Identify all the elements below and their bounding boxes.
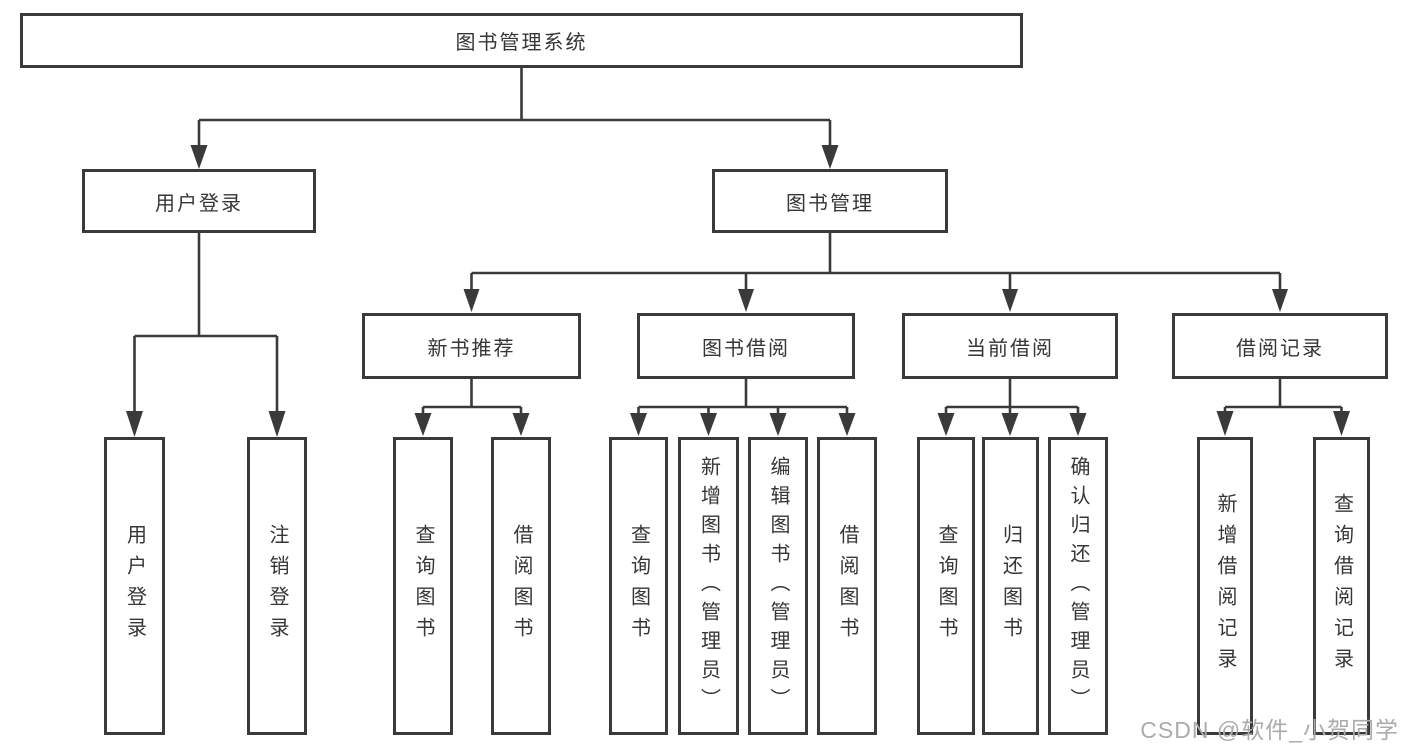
node-borrow-records-label: 借阅记录 [1236,337,1324,360]
node-current-borrow: 当前借阅 [902,313,1118,379]
node-leaf-query-books-rec-label: 查询图书 [412,524,434,648]
node-root: 图书管理系统 [20,13,1023,68]
node-leaf-query-books-current-label: 查询图书 [935,524,957,648]
node-leaf-return-book-label: 归还图书 [999,524,1022,648]
node-leaf-query-books-borrow-label: 查询图书 [627,524,650,648]
node-borrow-records: 借阅记录 [1172,313,1388,379]
node-leaf-logout: 注销登录 [247,437,307,735]
edge-book-mgmt-to-level3 [470,232,1282,291]
node-leaf-return-book: 归还图书 [982,437,1039,735]
node-user-login-label: 用户登录 [155,192,243,215]
node-leaf-edit-book-admin-label: 编辑图书（管理员） [767,455,789,717]
node-leaf-query-books-borrow: 查询图书 [609,437,668,735]
node-leaf-borrow-book-label: 借阅图书 [836,524,858,648]
node-leaf-edit-book-admin: 编辑图书（管理员） [748,437,808,735]
csdn-watermark: CSDN @软件_小贺同学 [1140,717,1399,743]
node-leaf-borrow-books-rec-label: 借阅图书 [510,524,532,648]
node-book-borrow-label: 图书借阅 [702,337,790,360]
node-leaf-add-borrow-record-label: 新增借阅记录 [1214,493,1236,679]
node-book-borrow: 图书借阅 [637,313,855,379]
node-user-login: 用户登录 [82,169,316,233]
node-leaf-query-borrow-record: 查询借阅记录 [1313,437,1370,735]
node-leaf-user-login: 用户登录 [104,437,165,735]
node-leaf-borrow-books-rec: 借阅图书 [491,437,551,735]
arrowheads [126,145,1350,437]
edge-current-borrow-to-leaves [944,379,1080,416]
node-leaf-logout-label: 注销登录 [266,524,288,648]
node-book-mgmt-label: 图书管理 [786,192,874,215]
node-leaf-borrow-book: 借阅图书 [817,437,877,735]
node-book-mgmt: 图书管理 [712,169,948,233]
node-new-book-rec: 新书推荐 [362,313,581,379]
edge-borrow-records-to-leaves [1223,379,1343,416]
node-leaf-add-book-admin-label: 新增图书（管理员） [697,455,720,717]
node-leaf-confirm-return-admin-label: 确认归还（管理员） [1067,455,1089,717]
node-root-label: 图书管理系统 [455,32,588,54]
edge-root-to-level2 [197,68,832,147]
node-leaf-confirm-return-admin: 确认归还（管理员） [1048,437,1108,735]
node-leaf-add-borrow-record: 新增借阅记录 [1197,437,1253,735]
edge-user-login-to-leaves [133,233,279,414]
node-leaf-query-books-current: 查询图书 [917,437,975,735]
edge-book-borrow-to-leaves [637,379,849,416]
node-leaf-add-book-admin: 新增图书（管理员） [678,437,739,735]
node-new-book-rec-label: 新书推荐 [427,337,516,360]
node-leaf-query-borrow-record-label: 查询借阅记录 [1330,493,1353,679]
node-current-borrow-label: 当前借阅 [966,337,1054,360]
node-leaf-query-books-rec: 查询图书 [393,437,453,735]
node-leaf-user-login-label: 用户登录 [123,524,146,648]
edge-new-book-rec-to-leaves [421,379,523,416]
